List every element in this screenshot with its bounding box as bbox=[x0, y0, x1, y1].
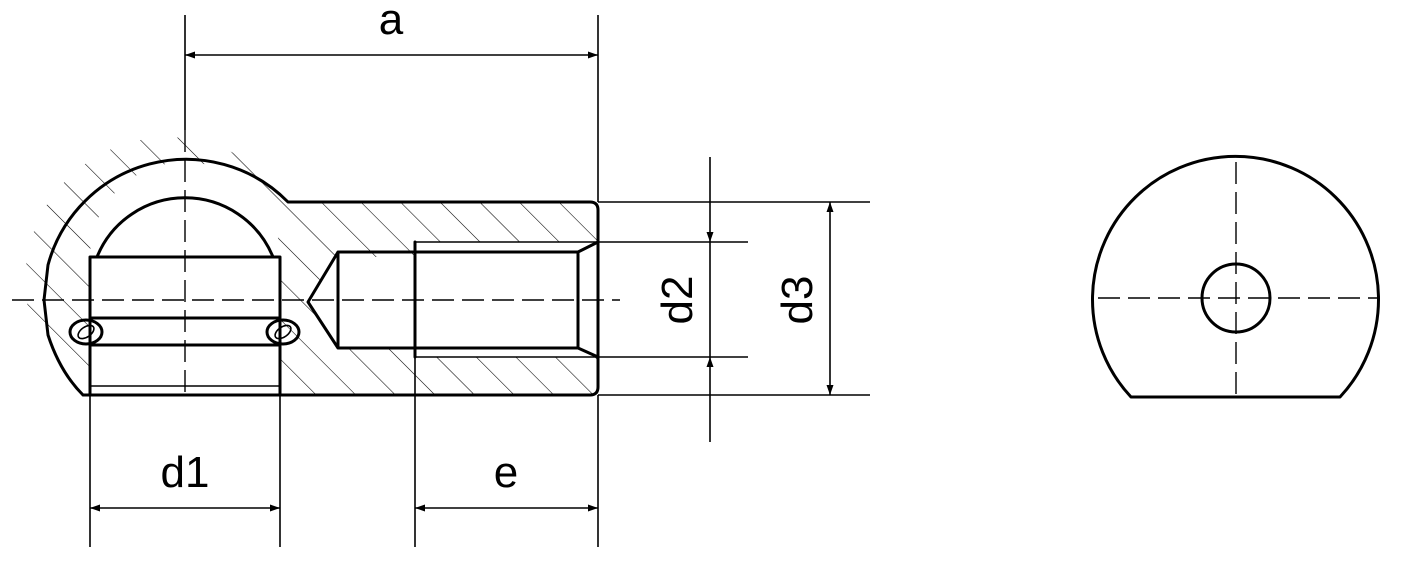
dimension-label-a: a bbox=[379, 0, 404, 44]
dimension-d2: d2 bbox=[598, 157, 748, 442]
end-view bbox=[1091, 154, 1380, 402]
dimension-label-d2: d2 bbox=[653, 276, 702, 325]
section-hatching bbox=[25, 137, 598, 395]
threaded-hole bbox=[306, 240, 600, 359]
dimension-label-e: e bbox=[494, 448, 518, 497]
dimension-d3: d3 bbox=[598, 201, 870, 396]
dimension-a: a bbox=[184, 0, 599, 202]
circlip-left bbox=[68, 318, 104, 346]
dimension-e: e bbox=[414, 357, 599, 547]
circlip-right bbox=[265, 318, 301, 346]
dimension-label-d1: d1 bbox=[161, 448, 210, 497]
section-view bbox=[12, 130, 620, 400]
dimension-label-d3: d3 bbox=[773, 276, 822, 325]
dimension-d1: d1 bbox=[89, 395, 281, 547]
end-view-outline bbox=[1091, 154, 1380, 399]
housing-outline bbox=[42, 157, 600, 397]
